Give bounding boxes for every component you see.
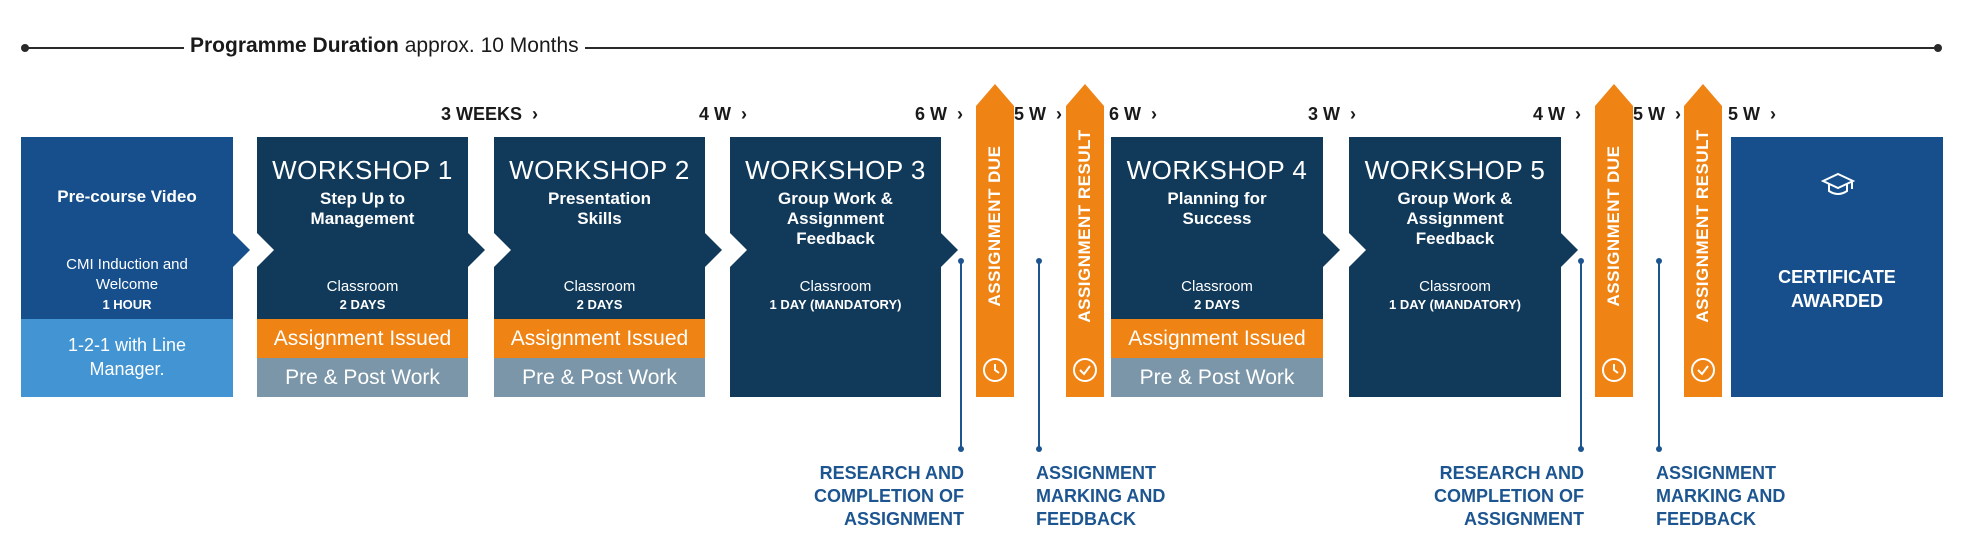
- workshop-subtitle: Group Work & Assignment Feedback: [1397, 189, 1513, 248]
- notch: [730, 233, 747, 267]
- workshop-subtitle: Group Work & Assignment Feedback: [778, 189, 893, 248]
- workshop-title: WORKSHOP 5: [1364, 155, 1546, 185]
- assignment-result-tile: ASSIGNMENT RESULT: [1066, 84, 1104, 397]
- timeline-end-dot: [1934, 44, 1942, 52]
- arrow-connector: [941, 233, 958, 267]
- chevron-right-icon: ›: [1056, 104, 1063, 124]
- note-line: [960, 261, 962, 449]
- tile-tip: [1595, 84, 1633, 106]
- pre-post-work-bar: Pre & Post Work: [257, 358, 468, 397]
- chevron-right-icon: ›: [957, 104, 964, 124]
- note-dot: [1036, 258, 1042, 264]
- chevron-right-icon: ›: [1675, 104, 1682, 124]
- assignment-due-tile: ASSIGNMENT DUE: [1595, 84, 1633, 397]
- assignment-issued-bar: Assignment Issued: [1111, 319, 1323, 358]
- precourse-title: Pre-course Video: [57, 187, 197, 206]
- pre-post-work-bar: Pre & Post Work: [494, 358, 705, 397]
- arrow-connector: [233, 233, 250, 267]
- assignment-due-label: ASSIGNMENT DUE: [1604, 145, 1623, 307]
- assignment-due-label: ASSIGNMENT DUE: [985, 145, 1004, 307]
- note-dot: [1578, 446, 1584, 452]
- graduation-cap-icon: [1820, 171, 1856, 204]
- workshop-subtitle: Step Up to Management: [310, 189, 415, 228]
- note-line: [1580, 261, 1582, 449]
- check-circle-icon: [1073, 358, 1097, 382]
- assignment-result-label: ASSIGNMENT RESULT: [1075, 129, 1094, 323]
- gap-label: 5 W›: [1633, 104, 1682, 124]
- precourse-detail: CMI Induction and Welcome: [66, 256, 188, 293]
- note-dot: [1578, 258, 1584, 264]
- clock-icon: [983, 358, 1007, 382]
- research-note: RESEARCH AND COMPLETION OF ASSIGNMENT: [814, 463, 964, 529]
- chevron-right-icon: ›: [1770, 104, 1777, 124]
- programme-duration: Programme Duration approx. 10 Months: [184, 34, 585, 58]
- note-dot: [958, 258, 964, 264]
- chevron-right-icon: ›: [1151, 104, 1158, 124]
- notch: [1349, 233, 1366, 267]
- marking-note: ASSIGNMENT MARKING AND FEEDBACK: [1656, 463, 1786, 529]
- note-dot: [958, 446, 964, 452]
- workshop-title: WORKSHOP 3: [745, 155, 926, 185]
- note-line: [1038, 261, 1040, 449]
- workshop-4-card: WORKSHOP 4 Planning for Success Classroo…: [1111, 137, 1340, 397]
- gap-label: 5 W›: [1728, 104, 1777, 124]
- note-line: [1658, 261, 1660, 449]
- pre-post-work-bar: Pre & Post Work: [1111, 358, 1323, 397]
- arrow-connector: [468, 233, 485, 267]
- timeline-line: [25, 47, 1939, 49]
- gap-label: 4 W›: [1533, 104, 1582, 124]
- note-dot: [1656, 446, 1662, 452]
- arrow-connector: [1323, 233, 1340, 267]
- gap-label: 4 W›: [699, 104, 748, 124]
- notch: [494, 233, 511, 267]
- precourse-card: Pre-course Video CMI Induction and Welco…: [21, 137, 250, 397]
- precourse-duration: 1 HOUR: [102, 297, 152, 312]
- workshop-title: WORKSHOP 2: [509, 155, 690, 185]
- assignment-result-tile: ASSIGNMENT RESULT: [1684, 84, 1722, 397]
- precourse-bottom: 1-2-1 with Line Manager.: [21, 319, 233, 397]
- chevron-right-icon: ›: [532, 104, 539, 124]
- gap-label: 3 W›: [1308, 104, 1357, 124]
- assignment-result-label: ASSIGNMENT RESULT: [1693, 129, 1712, 323]
- workshop-5-card: WORKSHOP 5 Group Work & Assignment Feedb…: [1349, 137, 1578, 397]
- certificate-label: CERTIFICATE AWARDED: [1778, 267, 1896, 311]
- workshop-title: WORKSHOP 4: [1126, 155, 1308, 185]
- note-dot: [1656, 258, 1662, 264]
- gap-label: 3 WEEKS›: [441, 104, 539, 124]
- chevron-right-icon: ›: [741, 104, 748, 124]
- certificate-card: CERTIFICATE AWARDED: [1731, 137, 1943, 397]
- gap-label: 6 W›: [915, 104, 964, 124]
- chevron-right-icon: ›: [1350, 104, 1357, 124]
- note-dot: [1036, 446, 1042, 452]
- marking-note: ASSIGNMENT MARKING AND FEEDBACK: [1036, 463, 1166, 529]
- workshop-subtitle: Presentation Skills: [548, 189, 651, 228]
- assignment-issued-bar: Assignment Issued: [494, 319, 705, 358]
- check-circle-icon: [1691, 358, 1715, 382]
- chevron-right-icon: ›: [1575, 104, 1582, 124]
- workshop-title: WORKSHOP 1: [272, 155, 453, 185]
- assignment-due-tile: ASSIGNMENT DUE: [976, 84, 1014, 397]
- workshop-subtitle: Planning for Success: [1167, 189, 1267, 228]
- arrow-connector: [1561, 233, 1578, 267]
- research-note: RESEARCH AND COMPLETION OF ASSIGNMENT: [1434, 463, 1584, 529]
- gap-label: 5 W›: [1014, 104, 1063, 124]
- assignment-issued-bar: Assignment Issued: [257, 319, 468, 358]
- workshop-1-card: WORKSHOP 1 Step Up to Management Classro…: [257, 137, 485, 397]
- arrow-connector: [705, 233, 722, 267]
- notch: [257, 233, 274, 267]
- workshop-3-card: WORKSHOP 3 Group Work & Assignment Feedb…: [730, 137, 958, 397]
- gap-label: 6 W›: [1109, 104, 1158, 124]
- workshop-2-card: WORKSHOP 2 Presentation Skills Classroom…: [494, 137, 722, 397]
- tile-tip: [1684, 84, 1722, 106]
- tile-tip: [1066, 84, 1104, 106]
- tile-tip: [976, 84, 1014, 106]
- clock-icon: [1602, 358, 1626, 382]
